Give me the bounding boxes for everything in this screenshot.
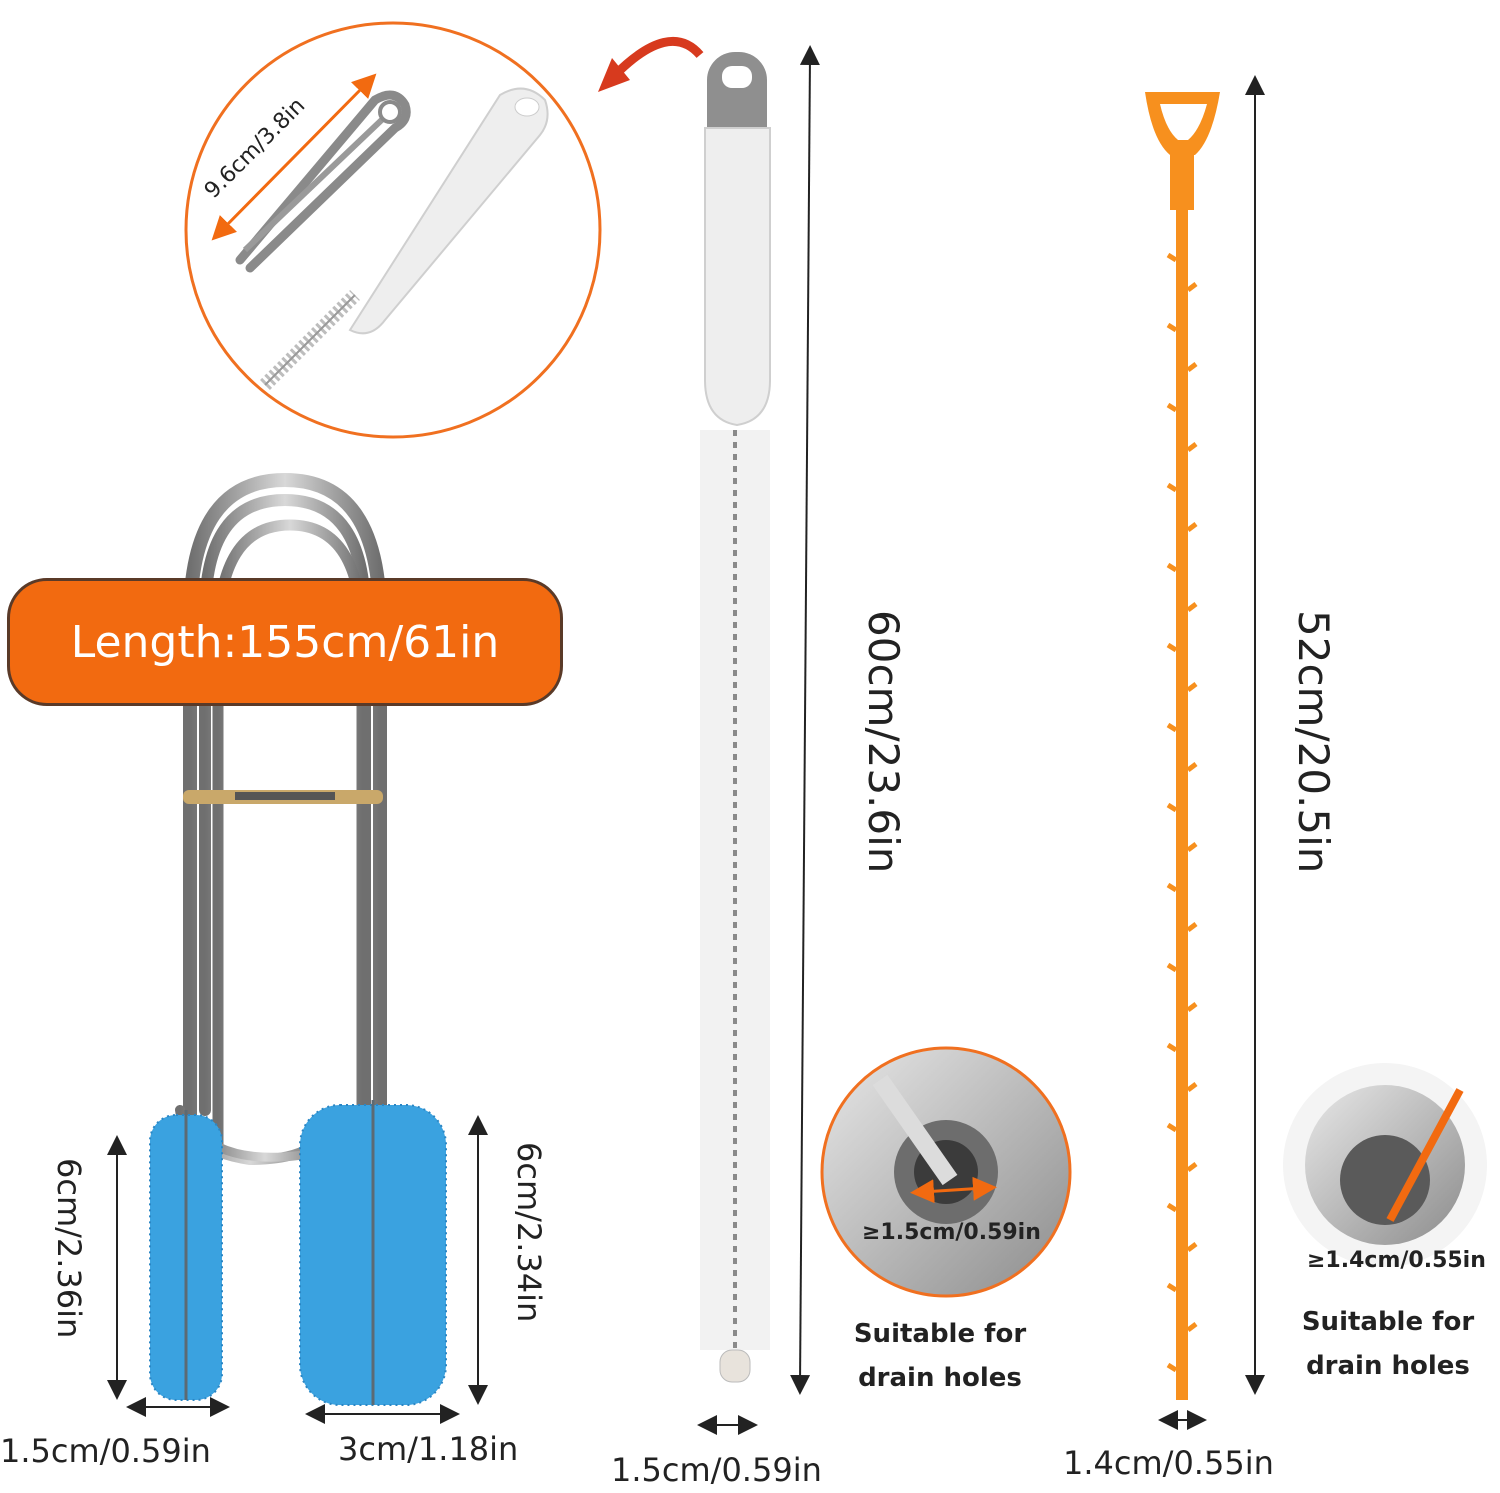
white-brush-width-label: 1.5cm/0.59in <box>611 1451 822 1489</box>
length-badge: Length:155cm/61in <box>7 578 563 706</box>
suitable-white-note: Suitable for drain holes <box>850 1312 1030 1400</box>
length-badge-text: Length:155cm/61in <box>70 616 500 668</box>
tweezer-inset <box>184 21 602 439</box>
white-brush-length-label: 60cm/23.6in <box>859 610 908 874</box>
small-brush-height-label: 6cm/2.36in <box>50 1158 88 1339</box>
small-blue-brush <box>149 1110 223 1401</box>
small-brush-width-label: 1.5cm/0.59in <box>0 1432 211 1470</box>
dimension-lines <box>107 45 1265 1435</box>
drain-orange-min-label: ≥1.4cm/0.55in <box>1307 1248 1486 1273</box>
red-curved-arrow-icon <box>598 36 704 92</box>
suitable-orange-note: Suitable for drain holes <box>1298 1300 1478 1388</box>
orange-hook-length-label: 52cm/20.5in <box>1289 610 1338 874</box>
suitable-white-line2: drain holes <box>858 1363 1022 1393</box>
white-long-brush <box>700 52 771 1383</box>
orange-hook-width-label: 1.4cm/0.55in <box>1063 1444 1274 1482</box>
orange-drain-hook <box>1145 92 1220 1400</box>
cable-clip <box>183 790 383 804</box>
large-brush-height-label: 6cm/2.34in <box>510 1142 548 1323</box>
drain-inset-orange <box>1283 1063 1487 1267</box>
suitable-white-line1: Suitable for <box>853 1319 1027 1349</box>
drain-inset-white <box>820 1046 1072 1298</box>
large-blue-brush <box>299 1100 447 1406</box>
drain-white-min-label: ≥1.5cm/0.59in <box>862 1220 1041 1245</box>
large-brush-width-label: 3cm/1.18in <box>338 1430 519 1468</box>
suitable-orange-line2: drain holes <box>1306 1351 1470 1381</box>
suitable-orange-line1: Suitable for <box>1301 1307 1475 1337</box>
